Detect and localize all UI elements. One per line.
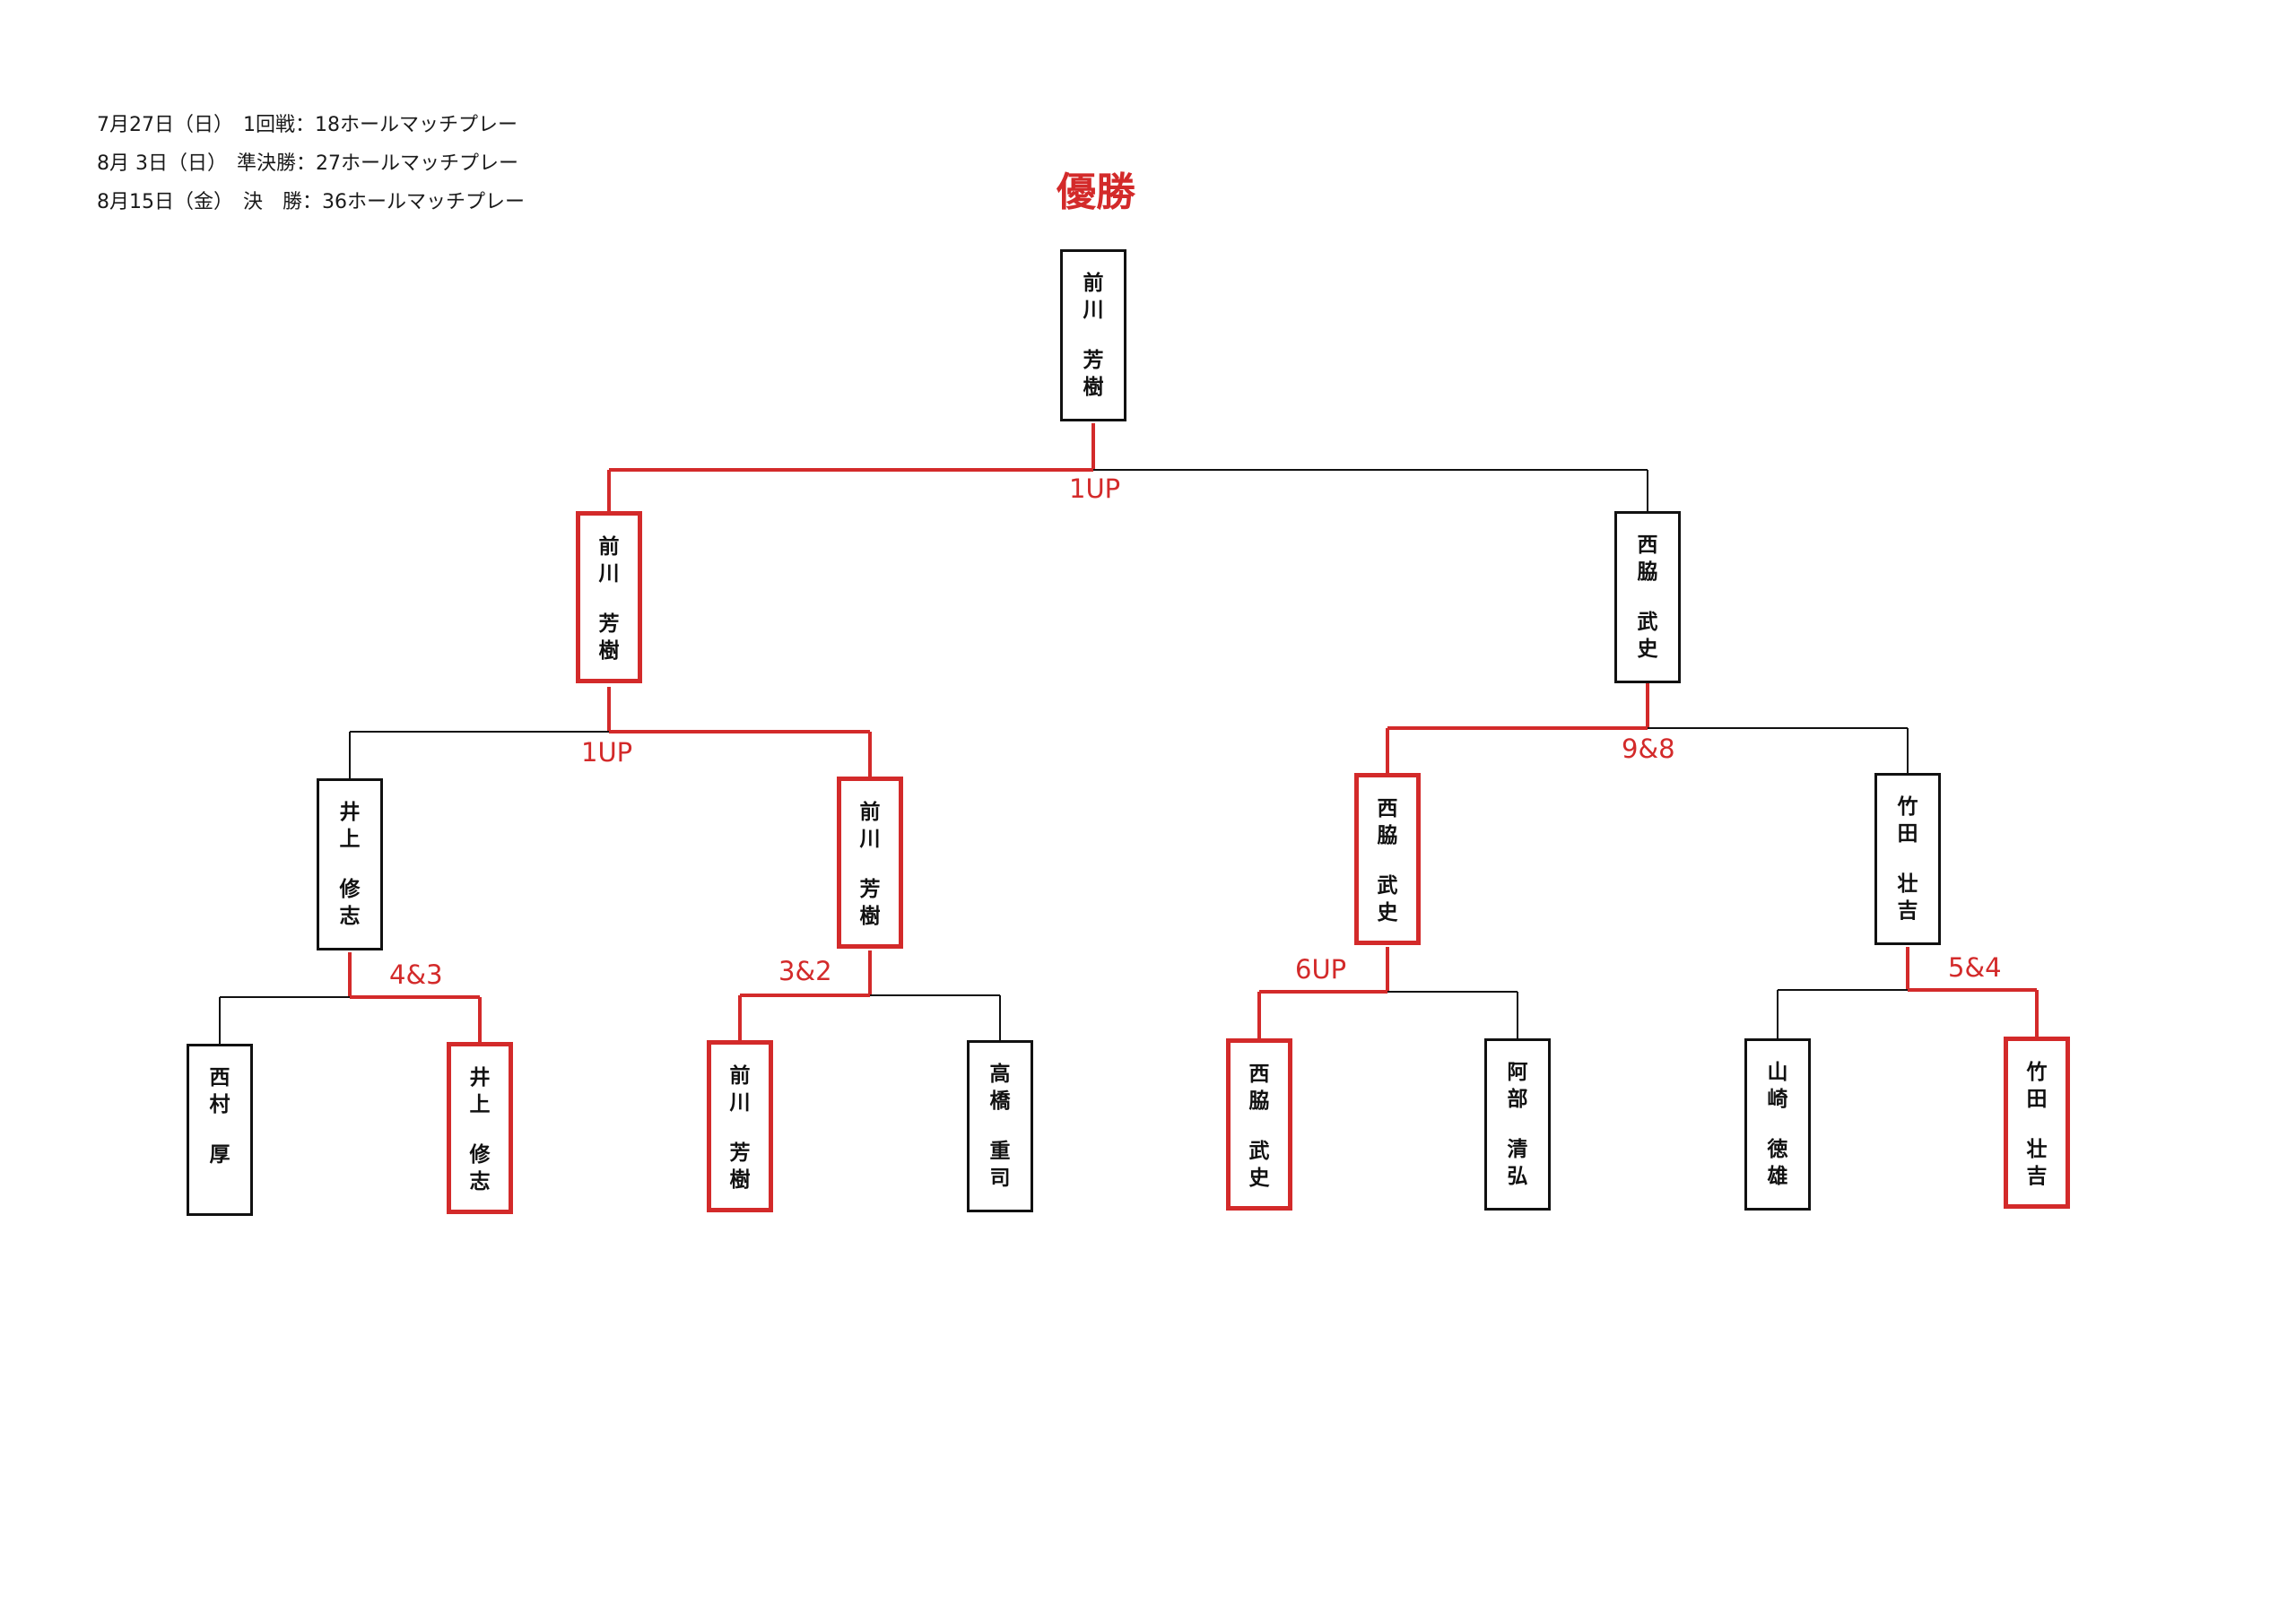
player-family-name: 井上 xyxy=(339,801,361,851)
player-given-name: 修志 xyxy=(339,878,361,928)
player-given-name: 芳樹 xyxy=(729,1141,751,1192)
player-given-name: 重司 xyxy=(989,1140,1011,1190)
player-box-qf4: 竹田 壮吉 xyxy=(1874,773,1941,945)
player-family-name: 阿部 xyxy=(1507,1061,1528,1111)
champion-heading: 優勝 xyxy=(1057,169,1135,215)
player-box-r1-4: 高橋 重司 xyxy=(967,1040,1033,1212)
player-family-name: 山崎 xyxy=(1767,1061,1788,1111)
player-given-name: 武史 xyxy=(1637,611,1658,661)
score-final: 1UP xyxy=(1069,473,1121,504)
score-r1-match2: 3&2 xyxy=(778,956,832,986)
player-family-name: 井上 xyxy=(469,1066,491,1116)
schedule-line-round1: 7月27日（日） 1回戦：18ホールマッチプレー xyxy=(97,114,517,136)
player-family-name: 高橋 xyxy=(989,1063,1011,1113)
player-family-name: 竹田 xyxy=(2026,1061,2048,1111)
score-r1-match1: 4&3 xyxy=(389,959,443,990)
player-family-name: 西脇 xyxy=(1637,534,1658,584)
player-box-champion: 前川 芳樹 xyxy=(1060,249,1126,421)
player-given-name: 清弘 xyxy=(1507,1138,1528,1188)
player-box-r1-3: 前川 芳樹 xyxy=(707,1040,773,1212)
player-family-name: 西脇 xyxy=(1377,797,1398,847)
player-given-name: 壮吉 xyxy=(1897,872,1918,923)
score-semi-right: 9&8 xyxy=(1622,733,1675,764)
player-box-r1-5: 西脇 武史 xyxy=(1226,1038,1292,1211)
player-family-name: 前川 xyxy=(859,801,881,851)
player-given-name: 武史 xyxy=(1377,874,1398,924)
player-given-name: 修志 xyxy=(469,1143,491,1193)
score-r1-match4: 5&4 xyxy=(1948,952,2002,983)
player-box-qf1: 井上 修志 xyxy=(317,778,383,950)
player-family-name: 前川 xyxy=(1083,272,1104,322)
player-family-name: 前川 xyxy=(729,1064,751,1115)
schedule-notes: 7月27日（日） 1回戦：18ホールマッチプレー 8月 3日（日） 準決勝：27… xyxy=(97,106,525,221)
player-box-r1-2: 井上 修志 xyxy=(447,1042,513,1214)
score-r1-match3: 6UP xyxy=(1295,954,1347,985)
player-given-name: 芳樹 xyxy=(859,878,881,928)
player-given-name: 壮吉 xyxy=(2026,1138,2048,1188)
player-given-name: 武史 xyxy=(1248,1140,1270,1190)
player-box-r1-6: 阿部 清弘 xyxy=(1484,1038,1551,1211)
player-family-name: 竹田 xyxy=(1897,795,1918,846)
player-box-sf-right: 西脇 武史 xyxy=(1614,511,1681,683)
player-box-qf3: 西脇 武史 xyxy=(1354,773,1421,945)
player-given-name: 厚 xyxy=(209,1143,230,1167)
player-family-name: 西村 xyxy=(209,1066,230,1116)
player-box-sf-left: 前川 芳樹 xyxy=(576,511,642,683)
player-box-r1-7: 山崎 徳雄 xyxy=(1744,1038,1811,1211)
player-given-name: 芳樹 xyxy=(1083,349,1104,399)
player-box-r1-1: 西村 厚 xyxy=(187,1044,253,1216)
player-family-name: 西脇 xyxy=(1248,1063,1270,1113)
player-box-r1-8: 竹田 壮吉 xyxy=(2004,1037,2070,1209)
score-semi-left: 1UP xyxy=(581,737,633,768)
player-box-qf2: 前川 芳樹 xyxy=(837,777,903,949)
player-given-name: 徳雄 xyxy=(1767,1138,1788,1188)
player-given-name: 芳樹 xyxy=(598,612,620,663)
player-family-name: 前川 xyxy=(598,535,620,586)
schedule-line-final: 8月15日（金） 決 勝：36ホールマッチプレー xyxy=(97,191,525,213)
schedule-line-semifinal: 8月 3日（日） 準決勝：27ホールマッチプレー xyxy=(97,152,518,175)
